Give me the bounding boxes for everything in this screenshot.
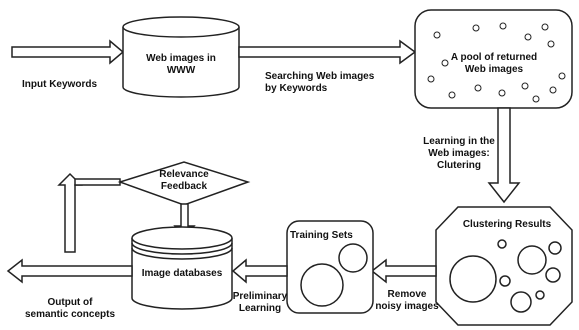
cluster-circles	[449, 239, 562, 313]
preliminary-learning-label-line1: Preliminary	[232, 291, 288, 302]
learning-label-line1: Learning in the	[423, 136, 495, 147]
arrow-training-to-database	[231, 258, 288, 284]
relevance-feedback-label: Relevance Feedback	[146, 169, 222, 193]
training-sets-label: Training Sets	[290, 230, 353, 241]
image-databases-label: Image databases	[141, 268, 223, 279]
learning-label: Learning in the Web images: Clutering	[422, 136, 496, 172]
relevance-feedback-diamond	[117, 161, 251, 206]
output-concepts-label-line1: Output of	[47, 297, 93, 308]
pool-label-line2: Web images	[464, 64, 524, 75]
searching-label-line1: Searching Web images	[265, 71, 375, 82]
clustering-results-label: Clustering Results	[462, 219, 552, 230]
arrow-pool-to-clustering	[487, 107, 521, 204]
web-images-cylinder	[122, 16, 240, 98]
relevance-feedback-label-line2: Feedback	[160, 181, 208, 192]
arrow-clustering-to-training	[370, 258, 437, 284]
pool-label: A pool of returned Web images	[432, 52, 556, 76]
pool-label-line1: A pool of returned	[450, 52, 538, 63]
remove-noisy-label-line1: Remove	[387, 289, 427, 300]
learning-label-line3: Clutering	[437, 160, 481, 171]
learning-label-line2: Web images:	[428, 148, 490, 159]
output-concepts-label: Output of semantic concepts	[22, 297, 118, 321]
arrow-database-to-output	[6, 258, 133, 284]
remove-noisy-label-line2: noisy images	[375, 301, 439, 312]
arrow-web-to-pool	[238, 39, 417, 65]
arrow-into-feedback	[74, 178, 121, 186]
pool-box	[414, 9, 573, 109]
remove-noisy-label: Remove noisy images	[375, 289, 439, 313]
searching-label-line2: by Keywords	[265, 83, 328, 94]
output-concepts-label-line2: semantic concepts	[24, 309, 116, 320]
web-images-label-line1: Web images in	[146, 53, 216, 64]
arrow-input-to-web	[11, 39, 125, 65]
searching-label: Searching Web images by Keywords	[265, 71, 374, 95]
training-circles	[300, 243, 368, 307]
web-images-label-line2: WWW	[166, 65, 196, 76]
preliminary-learning-label: Preliminary Learning	[231, 291, 289, 315]
relevance-feedback-label-line1: Relevance	[159, 169, 209, 180]
web-images-label: Web images in WWW	[128, 53, 234, 77]
preliminary-learning-label-line2: Learning	[238, 303, 282, 314]
input-keywords-label: Input Keywords	[22, 79, 98, 90]
pool-dots	[427, 22, 566, 103]
image-databases-cylinder	[131, 226, 233, 310]
